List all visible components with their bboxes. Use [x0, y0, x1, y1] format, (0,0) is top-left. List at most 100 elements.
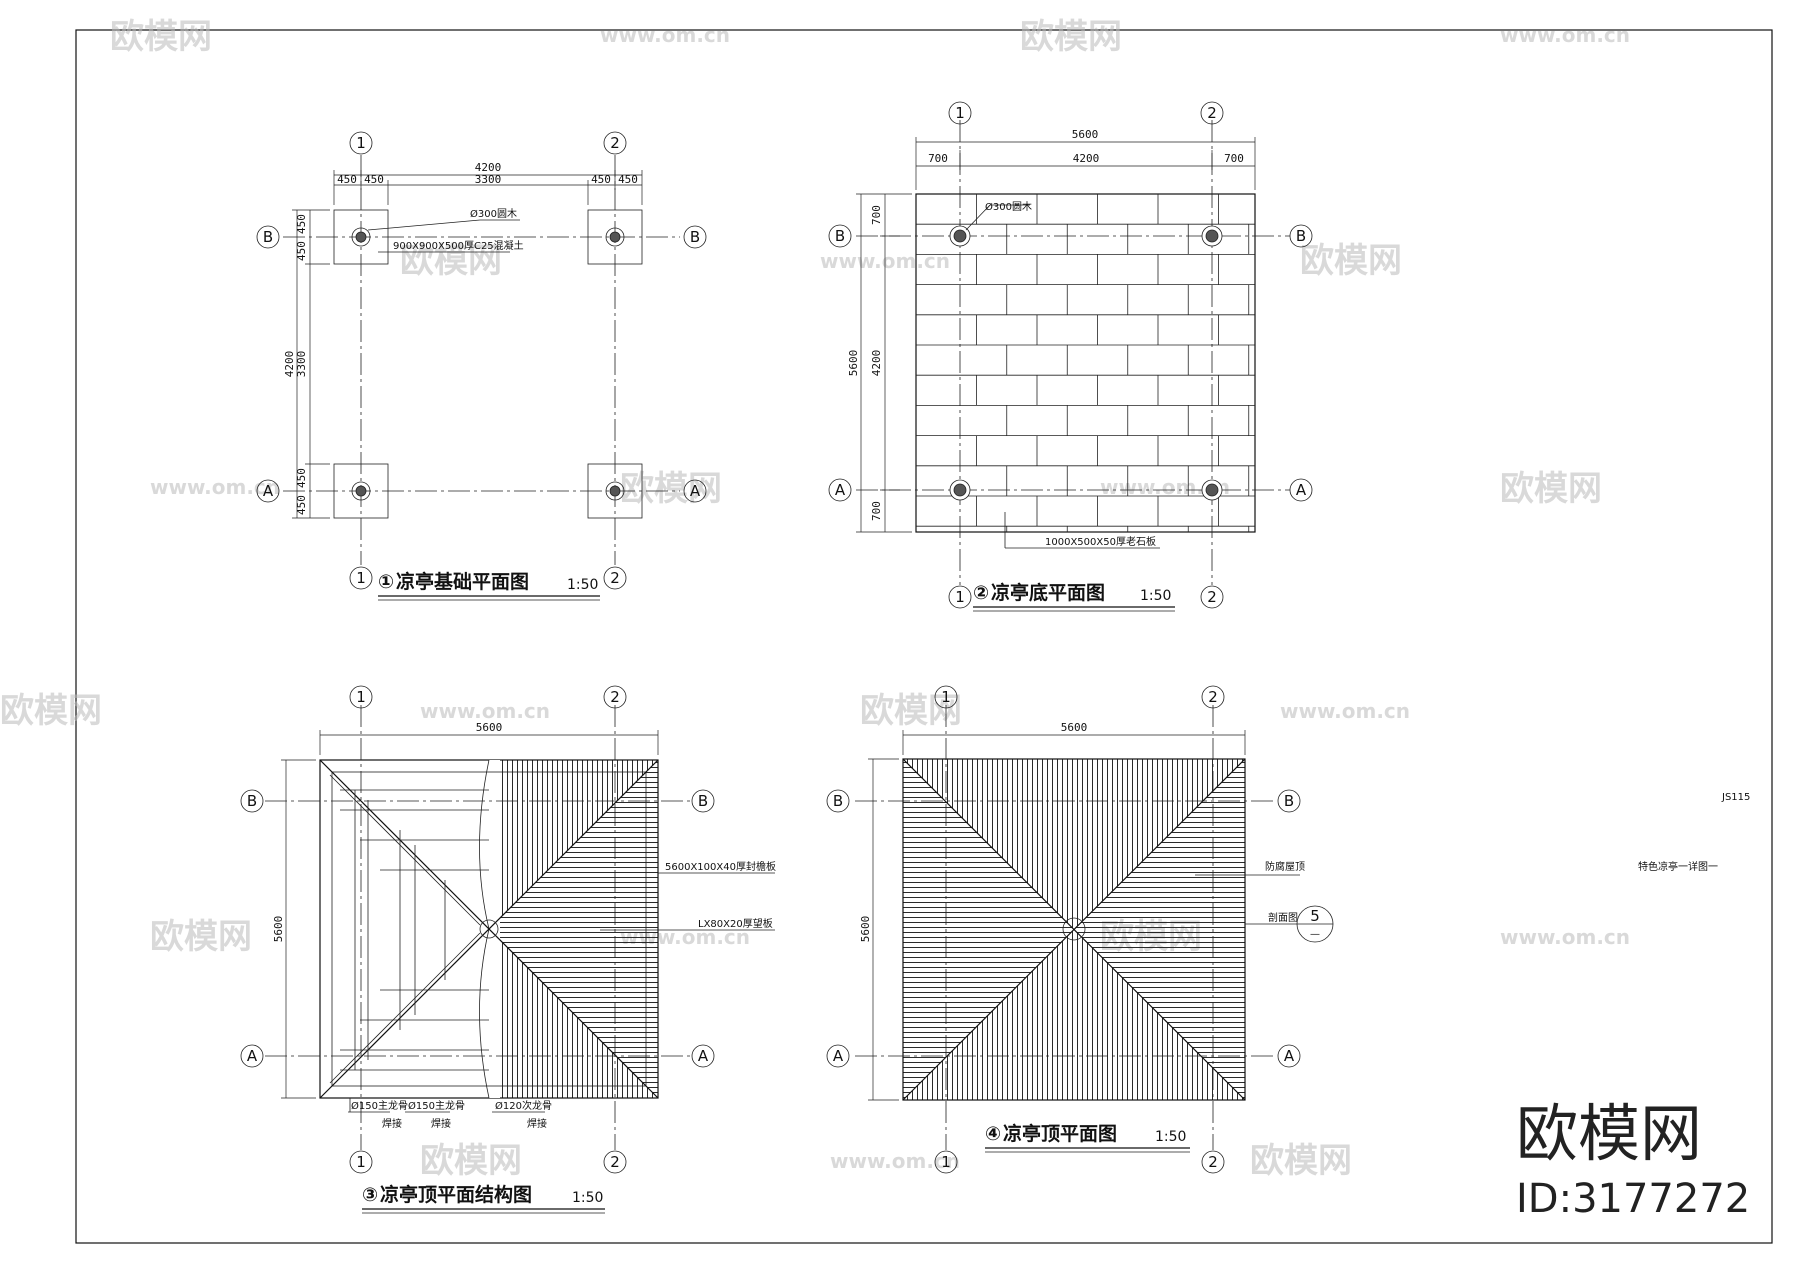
svg-text:1: 1 — [356, 1153, 366, 1171]
svg-text:1: 1 — [356, 134, 366, 152]
drawing-scale: 1:50 — [572, 1190, 603, 1206]
watermark-text: 欧模网 — [1250, 1141, 1352, 1181]
svg-text:5600: 5600 — [476, 721, 503, 734]
drawing-title: 凉亭底平面图 — [991, 581, 1105, 604]
svg-text:2: 2 — [610, 1153, 620, 1171]
svg-text:700: 700 — [870, 501, 883, 521]
svg-text:2: 2 — [1207, 588, 1217, 606]
drawing-floor-plan: 5600 700 4200 700 700 5600 4200 700 Ø300… — [828, 101, 1313, 612]
svg-text:3300: 3300 — [475, 173, 502, 186]
svg-text:2: 2 — [1207, 104, 1217, 122]
drawing-title: 凉亭顶平面图 — [1003, 1122, 1117, 1145]
svg-text:1000X500X50厚老石板: 1000X500X50厚老石板 — [1045, 535, 1156, 548]
watermark-text: 欧模网 — [420, 1141, 522, 1181]
svg-text:—: — — [1310, 929, 1320, 940]
svg-text:4200: 4200 — [475, 161, 502, 174]
watermark-text: 欧模网 — [110, 17, 212, 57]
watermark-text: 欧模网 — [150, 917, 252, 957]
svg-text:450: 450 — [295, 495, 308, 515]
svg-text:B: B — [698, 792, 708, 810]
svg-text:5600: 5600 — [847, 350, 860, 377]
svg-text:B: B — [263, 228, 273, 246]
svg-text:2: 2 — [1208, 1153, 1218, 1171]
watermark-text: 欧模网 — [1500, 469, 1602, 509]
svg-text:B: B — [247, 792, 257, 810]
svg-text:A: A — [1284, 1047, 1295, 1065]
svg-text:Ø150主龙骨: Ø150主龙骨 — [351, 1099, 408, 1112]
svg-text:5600: 5600 — [1061, 721, 1088, 734]
svg-text:1: 1 — [941, 1153, 951, 1171]
svg-text:1: 1 — [955, 104, 965, 122]
svg-text:450: 450 — [337, 173, 357, 186]
svg-text:A: A — [698, 1047, 709, 1065]
svg-text:B: B — [690, 228, 700, 246]
drawing-roof-plan: 5600 5600 防腐屋顶 剖面图 5 — 1 2 B B A A 1 2 ④… — [826, 685, 1334, 1174]
watermark-text: 欧模网 — [0, 691, 102, 731]
svg-text:1: 1 — [941, 688, 951, 706]
svg-text:Ø300圆木: Ø300圆木 — [985, 201, 1032, 213]
svg-text:LX80X20厚望板: LX80X20厚望板 — [698, 917, 773, 930]
svg-text:5600: 5600 — [859, 916, 872, 943]
svg-text:焊接: 焊接 — [431, 1117, 451, 1130]
svg-text:焊接: 焊接 — [527, 1117, 547, 1130]
svg-text:A: A — [247, 1047, 258, 1065]
svg-text:Ø150主龙骨: Ø150主龙骨 — [408, 1099, 465, 1112]
svg-text:450: 450 — [591, 173, 611, 186]
svg-text:450: 450 — [295, 214, 308, 234]
svg-text:Ø300圆木: Ø300圆木 — [470, 208, 517, 220]
svg-text:1: 1 — [356, 688, 366, 706]
watermark-text: 欧模网 — [400, 241, 502, 281]
drawing-foundation-plan: 4200 450 450 3300 450 450 450 450 4200 3… — [256, 131, 707, 601]
drawing-title: ④ — [985, 1123, 1001, 1145]
watermark-text: www.om.cn — [1500, 925, 1630, 949]
drawing-title: 凉亭顶平面结构图 — [380, 1183, 532, 1206]
sheet-code: JS115 — [1721, 792, 1750, 803]
svg-text:B: B — [1284, 792, 1294, 810]
sheet-border — [75, 29, 1773, 1244]
svg-text:防腐屋顶: 防腐屋顶 — [1265, 860, 1305, 873]
svg-text:3300: 3300 — [295, 351, 308, 378]
svg-text:900X900X500厚C25混凝土: 900X900X500厚C25混凝土 — [393, 239, 524, 252]
watermark-text: www.om.cn — [420, 699, 550, 723]
svg-text:4200: 4200 — [1073, 152, 1100, 165]
svg-text:5600X100X40厚封檐板: 5600X100X40厚封檐板 — [665, 860, 776, 873]
brand-id: ID:3177272 — [1516, 1176, 1750, 1222]
drawing-scale: 1:50 — [567, 577, 598, 593]
svg-text:450: 450 — [364, 173, 384, 186]
watermark-text: www.om.cn — [150, 475, 280, 499]
svg-text:700: 700 — [1224, 152, 1244, 165]
sheet-name: 特色凉亭一详图一 — [1638, 860, 1718, 873]
watermark-text: 欧模网 — [620, 469, 722, 509]
brand-name: 欧模网 — [1516, 1097, 1702, 1170]
svg-text:2: 2 — [610, 134, 620, 152]
svg-text:2: 2 — [1208, 688, 1218, 706]
svg-text:焊接: 焊接 — [382, 1117, 402, 1130]
svg-text:5: 5 — [1310, 907, 1320, 925]
paving-slab-pattern — [916, 194, 1255, 532]
svg-text:A: A — [263, 482, 274, 500]
svg-text:Ø120次龙骨: Ø120次龙骨 — [495, 1099, 552, 1112]
drawing-roof-structure-plan: 5600 5600 5600X100X40厚封檐板 LX80X20厚望板 Ø15… — [240, 685, 776, 1214]
svg-text:A: A — [835, 481, 846, 499]
svg-text:450: 450 — [618, 173, 638, 186]
watermark-text: www.om.cn — [1280, 699, 1410, 723]
svg-text:A: A — [690, 482, 701, 500]
drawing-title: ② — [973, 582, 989, 604]
svg-text:450: 450 — [295, 241, 308, 261]
watermark-text: www.om.cn — [830, 1149, 960, 1173]
watermark-text: www.om.cn — [600, 23, 730, 47]
drawing-scale: 1:50 — [1140, 588, 1171, 604]
svg-text:1: 1 — [955, 588, 965, 606]
svg-text:2: 2 — [610, 688, 620, 706]
svg-text:A: A — [833, 1047, 844, 1065]
watermark-text: www.om.cn — [1500, 23, 1630, 47]
watermark-layer: 欧模网 www.om.cn 欧模网 www.om.cn 欧模网 www.om.c… — [0, 17, 1630, 1181]
watermark-text: 欧模网 — [1020, 17, 1122, 57]
drawing-title: 凉亭基础平面图 — [396, 570, 529, 593]
svg-text:B: B — [835, 227, 845, 245]
svg-text:4200: 4200 — [283, 351, 296, 378]
watermark-text: 欧模网 — [860, 691, 962, 731]
svg-text:2: 2 — [610, 569, 620, 587]
watermark-text: 欧模网 — [1300, 241, 1402, 281]
